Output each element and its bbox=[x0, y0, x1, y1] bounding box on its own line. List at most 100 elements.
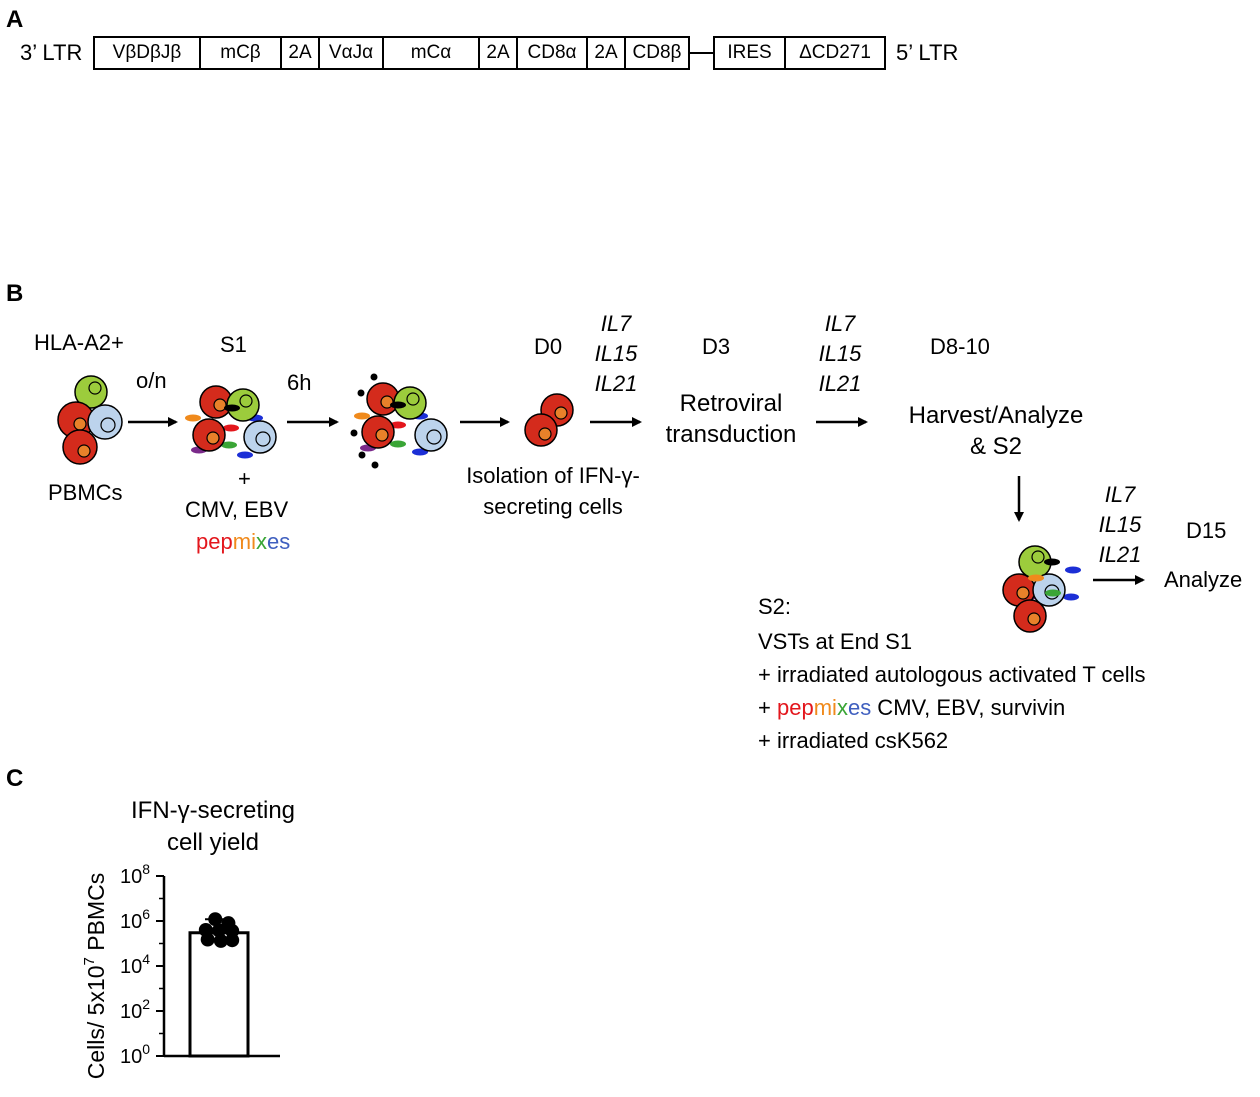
segment-label: CD8β bbox=[632, 42, 682, 63]
construct-segment-cd8a: CD8α bbox=[516, 36, 588, 70]
segment-label: VαJα bbox=[328, 42, 374, 63]
pepmix-letter: p bbox=[220, 529, 233, 554]
y-tick-exponent: 6 bbox=[142, 906, 150, 922]
y-tick-exponent: 4 bbox=[142, 951, 150, 967]
isolation-line2: secreting cells bbox=[483, 494, 623, 519]
construct-segment-dcd271: ΔCD271 bbox=[784, 36, 886, 70]
cytokine-il7: IL7 bbox=[600, 311, 632, 336]
cytokine-stack-3: IL7 IL15 IL21 bbox=[1088, 480, 1152, 570]
construct-segment-vaja: VαJα bbox=[318, 36, 384, 70]
pepmix-letter: x bbox=[255, 529, 267, 554]
pepmix-letter: i bbox=[251, 529, 256, 554]
pepmix-letter: s bbox=[279, 529, 291, 554]
cytokine-stack-1: IL7 IL15 IL21 bbox=[584, 309, 648, 399]
pbmc-cell-cluster bbox=[57, 375, 123, 465]
three-prime-ltr-label: 3’ LTR bbox=[20, 40, 83, 65]
y-tick-label: 100 bbox=[120, 1041, 150, 1068]
cytokine-il15: IL15 bbox=[1098, 512, 1142, 537]
segment-label: 2A bbox=[594, 42, 618, 63]
y-tick-label: 108 bbox=[120, 861, 150, 888]
pepmix-letter: m bbox=[813, 695, 833, 720]
bar-mean-yield bbox=[188, 931, 250, 1058]
construct-linker-line bbox=[688, 52, 715, 54]
panel-c-letter: C bbox=[6, 765, 24, 792]
pepmix-letter: s bbox=[860, 695, 872, 720]
s2-cell-cluster bbox=[1002, 545, 1081, 633]
pbmc-label: PBMCs bbox=[48, 480, 123, 505]
retroviral-line1: Retroviral bbox=[679, 390, 783, 417]
antigen-label: CMV, EBV bbox=[185, 497, 289, 522]
overnight-label: o/n bbox=[136, 368, 167, 393]
segment-label: 2A bbox=[486, 42, 510, 63]
analyze-label: Analyze bbox=[1164, 567, 1243, 592]
cytokine-il21: IL21 bbox=[1098, 542, 1142, 567]
isolation-line1: Isolation of IFN-γ- bbox=[466, 463, 640, 488]
construct-segment-cd8b: CD8β bbox=[624, 36, 690, 70]
s2-line1: VSTs at End S1 bbox=[758, 629, 913, 654]
cytokine-il7: IL7 bbox=[824, 311, 856, 336]
cytokine-il21: IL21 bbox=[594, 371, 638, 396]
donor-label: HLA-A2+ bbox=[34, 330, 124, 355]
construct-segment-2a-3: 2A bbox=[586, 36, 626, 70]
segment-label: mCα bbox=[410, 42, 452, 63]
harvest-line1: Harvest/Analyze bbox=[908, 402, 1084, 429]
cytokine-stack-2: IL7 IL15 IL21 bbox=[808, 309, 872, 399]
data-point bbox=[212, 923, 226, 938]
y-tick-label: 102 bbox=[120, 996, 150, 1023]
six-hour-label: 6h bbox=[287, 370, 312, 395]
pepmix-letter: x bbox=[836, 695, 848, 720]
data-point bbox=[213, 933, 228, 948]
d0-label: D0 bbox=[534, 334, 563, 359]
segment-label: ΔCD271 bbox=[799, 42, 871, 63]
y-axis-label-exponent: 7 bbox=[81, 957, 98, 965]
y-tick-label: 106 bbox=[120, 906, 150, 933]
chart-title-line1: IFN-γ-secreting bbox=[130, 797, 296, 824]
pepmix-letter: e bbox=[266, 529, 280, 554]
segment-label: CD8α bbox=[527, 42, 577, 63]
s2-line4: + irradiated csK562 bbox=[758, 728, 949, 753]
pepmix-letter: p bbox=[196, 529, 209, 554]
s2-line3-prefix: + bbox=[758, 695, 777, 720]
cytokine-il7: IL7 bbox=[1104, 482, 1136, 507]
y-axis-label: Cells/ 5x107 PBMCs bbox=[81, 873, 109, 1079]
harvest-line2: & S2 bbox=[969, 433, 1023, 460]
s2-line3-suffix: CMV, EBV, survivin bbox=[871, 695, 1066, 720]
cytokine-il21: IL21 bbox=[818, 371, 862, 396]
s2-line3: + pepmixes CMV, EBV, survivin bbox=[758, 695, 1065, 721]
segment-label: 2A bbox=[288, 42, 312, 63]
segment-label: mCβ bbox=[220, 42, 261, 63]
s1-label: S1 bbox=[220, 332, 247, 357]
y-tick-label: 104 bbox=[120, 951, 150, 978]
s2-line2: + irradiated autologous activated T cell… bbox=[758, 662, 1146, 687]
pepmix-letter: p bbox=[776, 695, 790, 720]
isolated-cell-pair bbox=[524, 393, 574, 447]
s1-cell-cluster bbox=[185, 385, 277, 459]
chart-title-line2: cell yield bbox=[166, 829, 260, 856]
cytokine-il15: IL15 bbox=[818, 341, 862, 366]
pepmix-letter: i bbox=[832, 695, 837, 720]
y-axis-label-rest: PBMCs bbox=[83, 873, 109, 957]
segment-label: VβDβJβ bbox=[112, 42, 182, 63]
pepmix-letter: m bbox=[232, 529, 252, 554]
panel-b-letter: B bbox=[6, 280, 24, 307]
y-tick-exponent: 2 bbox=[142, 996, 150, 1012]
cytokine-il15: IL15 bbox=[594, 341, 638, 366]
data-point bbox=[225, 933, 240, 948]
construct-segment-mcb: mCβ bbox=[199, 36, 282, 70]
y-tick-exponent: 8 bbox=[142, 861, 150, 877]
panel-a-letter: A bbox=[6, 6, 24, 33]
construct-segment-mca: mCα bbox=[382, 36, 480, 70]
plus-sign: + bbox=[238, 466, 251, 491]
pepmixes-label-s1: pepmixes bbox=[196, 529, 290, 555]
segment-label: IRES bbox=[727, 42, 772, 63]
five-prime-ltr-label: 5’ LTR bbox=[896, 40, 959, 65]
pepmix-letter: e bbox=[847, 695, 861, 720]
pepmix-letter: e bbox=[789, 695, 802, 720]
activated-cell-cluster bbox=[350, 373, 448, 469]
d8-10-label: D8-10 bbox=[930, 334, 990, 359]
data-point bbox=[208, 912, 223, 927]
construct-segment-ires: IRES bbox=[713, 36, 786, 70]
pepmix-letter: e bbox=[208, 529, 221, 554]
